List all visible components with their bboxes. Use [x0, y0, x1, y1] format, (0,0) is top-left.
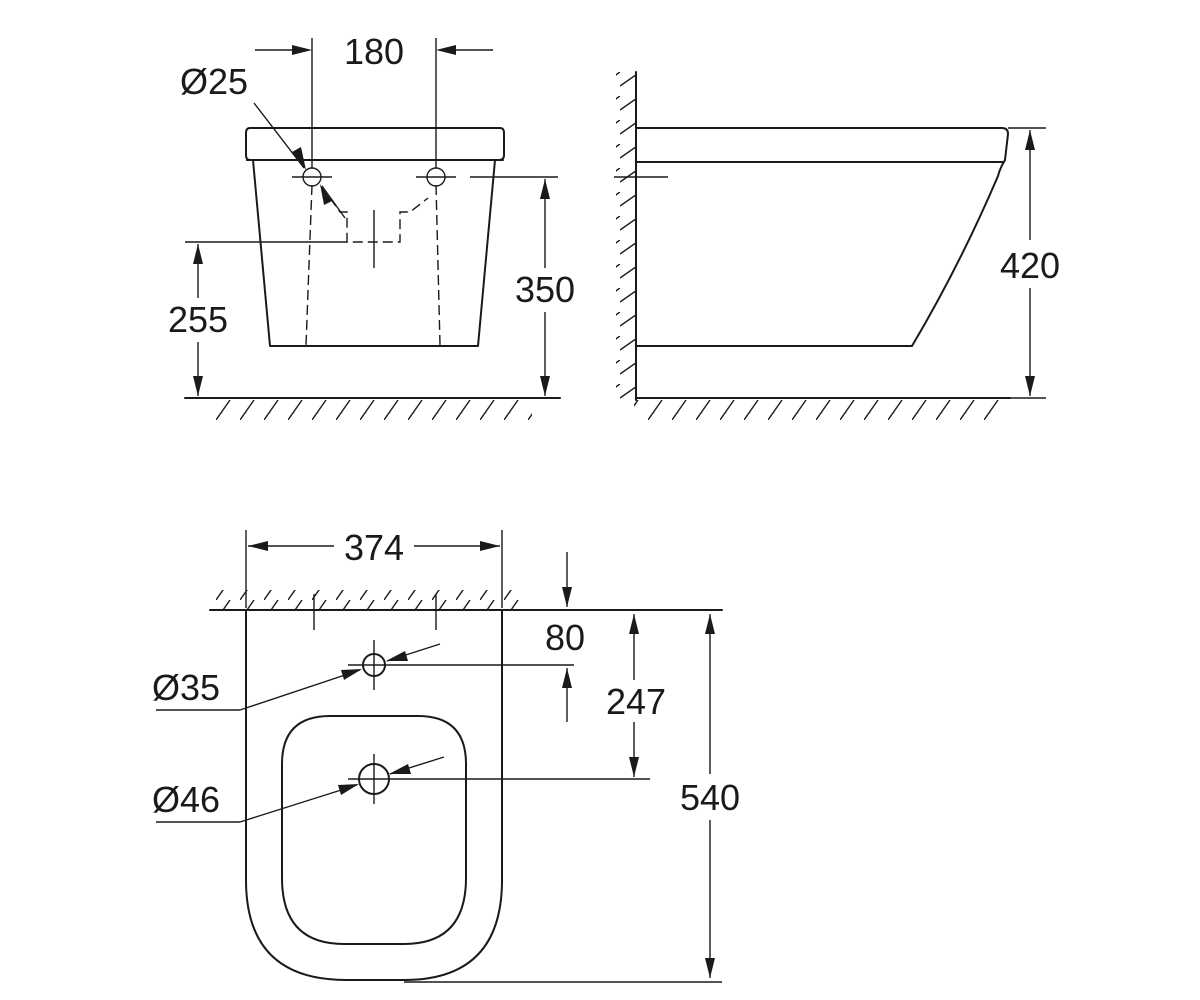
- side-floor-hatch: [634, 400, 1004, 420]
- top-view: 374 80 Ø35 Ø46 247 540: [152, 527, 740, 983]
- front-view: 180 Ø25 255 350: [168, 31, 575, 420]
- dim-80: 80: [545, 617, 585, 658]
- front-bidet-outline: [245, 127, 505, 347]
- front-outlet-hidden: [329, 197, 429, 243]
- side-view: 420: [614, 71, 1060, 420]
- dim-d25: Ø25: [180, 61, 248, 102]
- dim-420: 420: [1000, 245, 1060, 286]
- dim-d35: Ø35: [152, 667, 220, 708]
- front-floor-hatch: [212, 400, 532, 420]
- dim-374: 374: [344, 527, 404, 568]
- dim-540: 540: [680, 777, 740, 818]
- dim-180: 180: [344, 31, 404, 72]
- dim-d46: Ø46: [152, 779, 220, 820]
- side-wall-hatch: [616, 72, 636, 400]
- front-hidden-left: [305, 184, 313, 346]
- front-hidden-right: [435, 184, 441, 346]
- dim-350: 350: [515, 269, 575, 310]
- top-bowl-outline: [281, 715, 467, 945]
- top-wall-hatch: [214, 590, 520, 610]
- top-bidet-outline: [245, 609, 503, 981]
- dim-247: 247: [606, 681, 666, 722]
- dim-255: 255: [168, 299, 228, 340]
- side-bidet-outline: [635, 127, 1009, 347]
